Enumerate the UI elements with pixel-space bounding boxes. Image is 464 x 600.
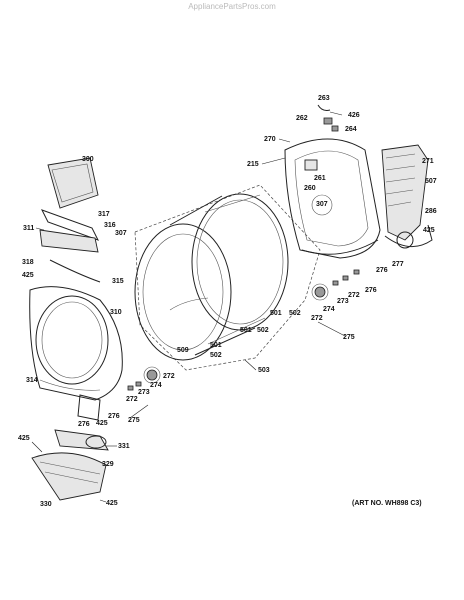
callout-502-c: 502 bbox=[210, 352, 222, 359]
callout-310: 310 bbox=[110, 309, 122, 316]
callout-330: 330 bbox=[40, 501, 52, 508]
callout-331: 331 bbox=[118, 443, 130, 450]
callout-260: 260 bbox=[304, 185, 316, 192]
callout-264: 264 bbox=[345, 126, 357, 133]
callout-275-front: 275 bbox=[128, 417, 140, 424]
callout-272-front-b: 272 bbox=[126, 396, 138, 403]
callout-307-rear: 307 bbox=[316, 201, 328, 208]
callout-277: 277 bbox=[392, 261, 404, 268]
callout-263: 263 bbox=[318, 95, 330, 102]
callout-503: 503 bbox=[258, 367, 270, 374]
callout-501-c: 501 bbox=[210, 342, 222, 349]
callout-426: 426 bbox=[348, 112, 360, 119]
drum-assembly bbox=[134, 184, 321, 371]
callout-276-front-b: 276 bbox=[78, 421, 90, 428]
callout-270: 270 bbox=[264, 136, 276, 143]
callout-329: 329 bbox=[102, 461, 114, 468]
front-panel bbox=[29, 286, 123, 401]
callout-507: 507 bbox=[425, 178, 437, 185]
callout-labels: 263 426 262 264 270 215 271 261 260 307 … bbox=[18, 95, 437, 508]
callout-215: 215 bbox=[247, 161, 259, 168]
callout-272-rear-a: 272 bbox=[348, 292, 360, 299]
callout-272-rear-b: 272 bbox=[311, 315, 323, 322]
rear-roller-assembly bbox=[311, 269, 360, 301]
callout-425-front-b: 425 bbox=[96, 420, 108, 427]
callout-502-b: 502 bbox=[257, 327, 269, 334]
callout-501-a: 501 bbox=[270, 310, 282, 317]
callout-502-a: 502 bbox=[289, 310, 301, 317]
callout-272-front-a: 272 bbox=[163, 373, 175, 380]
callout-425-duct-a: 425 bbox=[18, 435, 30, 442]
callout-262: 262 bbox=[296, 115, 308, 122]
callout-274-front: 274 bbox=[150, 382, 162, 389]
art-number: (ART NO. WH898 C3) bbox=[352, 500, 422, 507]
front-roller-assembly bbox=[77, 366, 161, 421]
callout-501-b: 501 bbox=[240, 327, 252, 334]
rear-bulkhead bbox=[284, 138, 381, 259]
callout-509: 509 bbox=[177, 347, 189, 354]
callout-261: 261 bbox=[314, 175, 326, 182]
callout-425-front-a: 425 bbox=[22, 272, 34, 279]
callout-318: 318 bbox=[22, 259, 34, 266]
callout-274-rear: 274 bbox=[323, 306, 335, 313]
callout-311: 311 bbox=[23, 225, 34, 232]
callout-317: 317 bbox=[98, 211, 110, 218]
callout-316: 316 bbox=[104, 222, 116, 229]
callout-286: 286 bbox=[425, 208, 437, 215]
callout-271: 271 bbox=[422, 158, 434, 165]
callout-276-rear-b: 276 bbox=[365, 287, 377, 294]
callout-276-front-a: 276 bbox=[108, 413, 120, 420]
callout-273-rear: 273 bbox=[337, 298, 349, 305]
watermark-text: AppliancePartsPros.com bbox=[188, 2, 276, 11]
callout-425-rear: 425 bbox=[423, 227, 435, 234]
callout-425-duct-b: 425 bbox=[106, 500, 118, 507]
lint-filter-housing bbox=[39, 157, 101, 283]
callout-273-front: 273 bbox=[138, 389, 150, 396]
callout-315: 315 bbox=[112, 278, 124, 285]
lint-trap-duct bbox=[31, 429, 109, 501]
callout-314: 314 bbox=[26, 377, 38, 384]
top-sensor-parts bbox=[317, 104, 343, 132]
callout-307-front: 307 bbox=[115, 230, 127, 237]
heater-duct bbox=[381, 144, 433, 249]
callout-275-rear: 275 bbox=[343, 334, 355, 341]
callout-300: 300 bbox=[82, 156, 94, 163]
callout-276-rear-a: 276 bbox=[376, 267, 388, 274]
